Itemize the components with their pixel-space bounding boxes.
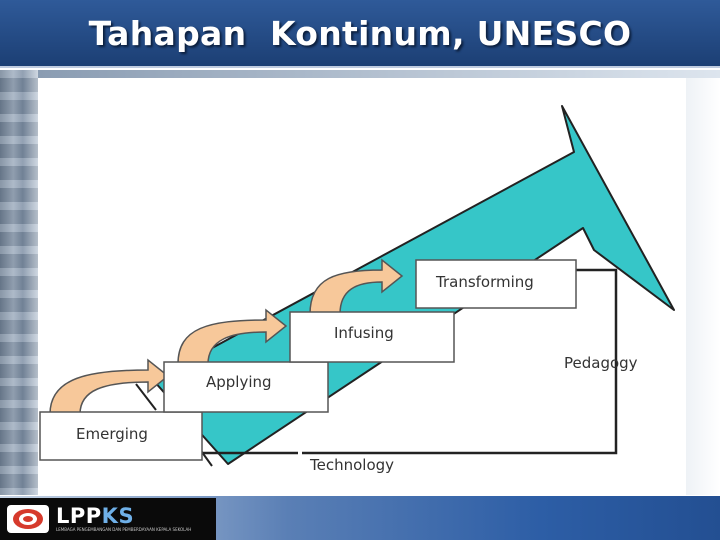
stage-box-transforming [415,259,577,309]
stage-box-emerging [39,411,203,461]
title-bar: Tahapan Kontinum, UNESCO [0,0,720,68]
step-arrow-3 [309,258,404,315]
background-strip [38,70,720,78]
slide-title: Tahapan Kontinum, UNESCO [88,13,632,53]
logo-name-lp: LPP [56,504,102,528]
logo-emblem-icon [7,505,49,533]
axis-label-technology: Technology [309,456,394,474]
stage-label-emerging: Emerging [76,425,148,443]
stage-box-applying [163,361,329,413]
axis-line [302,268,618,455]
stage-label-applying: Applying [206,373,272,391]
logo-name-ks: KS [101,504,135,528]
continuum-diagram: Emerging Applying Infusing Transforming … [38,78,686,490]
axis-label-pedagogy: Pedagogy [564,354,638,372]
stage-box-infusing [289,311,455,363]
diagram-svg: Emerging Applying Infusing Transforming … [39,105,675,474]
footer-logo: LPPKS LEMBAGA PENGEMBANGAN DAN PEMBERDAY… [0,498,216,540]
background-right-panel [686,78,720,495]
step-arrow-1 [49,358,170,415]
stage-label-infusing: Infusing [334,324,394,342]
step-arrow-2 [177,308,288,365]
logo-subtitle: LEMBAGA PENGEMBANGAN DAN PEMBERDAYAAN KE… [56,527,192,532]
logo-name: LPPKS [56,505,191,527]
background-building-image [0,70,38,495]
stage-label-transforming: Transforming [435,273,534,291]
